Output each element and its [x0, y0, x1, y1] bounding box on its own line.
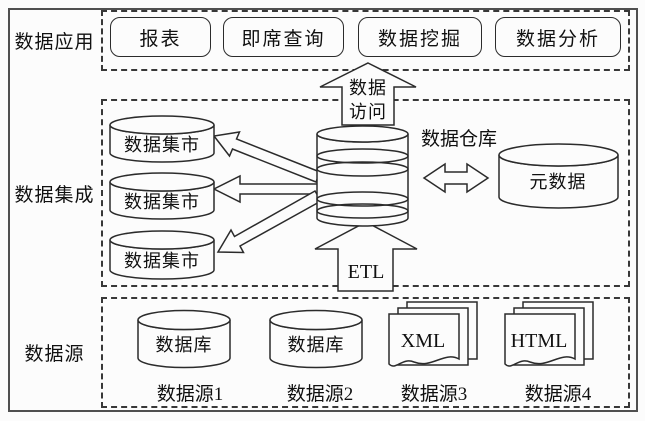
mart-arrow-middle-icon	[212, 174, 319, 204]
mart-arrow-top-icon	[212, 131, 321, 183]
section-label-data-application: 数据应用	[14, 32, 95, 53]
source-caption-2: 数据源2	[286, 383, 354, 405]
html-document-stack-icon	[504, 301, 594, 367]
data-access-arrow-icon	[319, 62, 417, 126]
data-mart-label-2: 数据集市	[124, 192, 200, 212]
etl-label: ETL	[348, 261, 385, 283]
source-database-cylinder-1-icon	[137, 309, 231, 369]
data-access-label-line1: 数据	[349, 78, 387, 98]
etl-arrow-icon	[314, 221, 418, 292]
metadata-label: 元数据	[530, 172, 587, 192]
section-data-source	[101, 297, 630, 408]
html-label: HTML	[511, 330, 568, 352]
section-label-data-source: 数据源	[24, 344, 85, 365]
source-database-cylinder-2-icon	[269, 309, 363, 369]
xml-document-stack-icon	[388, 301, 478, 367]
data-mart-cylinder-2-icon	[109, 172, 215, 220]
source-caption-4: 数据源4	[524, 383, 592, 405]
app-box-adhoc-query: 即席查询	[223, 17, 344, 57]
data-mart-label-3: 数据集市	[124, 251, 200, 271]
xml-label: XML	[401, 330, 445, 352]
source-database-label-1: 数据库	[156, 335, 213, 355]
app-box-report: 报表	[110, 17, 211, 57]
data-access-label-line2: 访问	[349, 102, 387, 122]
source-caption-1: 数据源1	[156, 383, 224, 405]
double-arrow-icon	[422, 162, 490, 194]
source-database-label-2: 数据库	[288, 335, 345, 355]
section-label-data-integration: 数据集成	[14, 184, 95, 206]
mart-arrow-bottom-icon	[216, 189, 323, 254]
warehouse-label: 数据仓库	[420, 128, 497, 150]
data-mart-cylinder-1-icon	[109, 115, 215, 163]
metadata-cylinder-icon	[498, 143, 619, 209]
source-caption-3: 数据源3	[400, 383, 468, 405]
data-mart-label-1: 数据集市	[124, 135, 200, 155]
app-box-data-mining: 数据挖掘	[358, 17, 482, 57]
data-mart-cylinder-3-icon	[109, 230, 215, 280]
warehouse-cylinder-icon	[316, 125, 409, 227]
app-box-data-analysis: 数据分析	[495, 17, 621, 57]
